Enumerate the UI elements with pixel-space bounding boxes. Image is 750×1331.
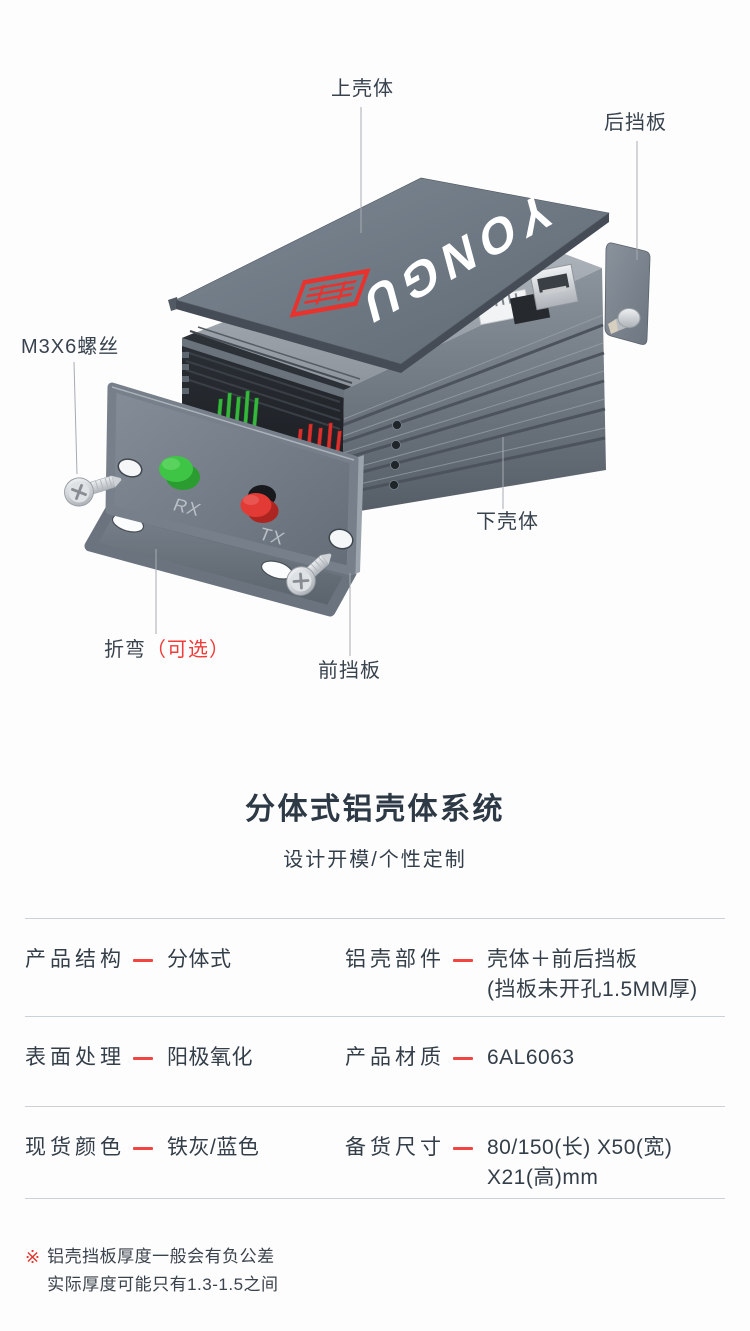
- panel-hole-icon: [117, 458, 143, 478]
- spec-row: 产品结构 分体式 铝壳部件 壳体＋前后挡板 (挡板未开孔1.5MM厚): [25, 919, 725, 1017]
- tx-led-button-icon: [240, 485, 279, 523]
- spec-row: 现货颜色 铁灰/蓝色 备货尺寸 80/150(长) X50(宽) X21(高)m…: [25, 1107, 725, 1199]
- spec-value: 铁灰/蓝色: [167, 1136, 260, 1159]
- callout-screw: M3X6螺丝: [21, 336, 120, 358]
- red-dash-icon: [133, 1147, 153, 1150]
- spec-pair: 现货颜色 铁灰/蓝色: [25, 1133, 345, 1198]
- callout-bend-optional: （可选）: [146, 639, 230, 661]
- spec-pair: 表面处理 阳极氧化: [25, 1043, 345, 1106]
- spec-value-line: X21(高)mm: [487, 1166, 599, 1189]
- spec-value: 80/150(长) X50(宽) X21(高)mm: [487, 1133, 672, 1193]
- screw-icon: [64, 475, 122, 507]
- spec-value: 分体式: [167, 948, 232, 971]
- spec-row: 表面处理 阳极氧化 产品材质 6AL6063: [25, 1017, 725, 1107]
- spec-label: 表面处理: [25, 1046, 125, 1069]
- spec-pair: 产品结构 分体式: [25, 945, 345, 1016]
- red-dash-icon: [453, 1147, 473, 1150]
- spec-pair: 产品材质 6AL6063: [345, 1043, 725, 1106]
- page-title: 分体式铝壳体系统: [245, 793, 505, 826]
- note-text: 铝壳挡板厚度一般会有负公差 实际厚度可能只有1.3-1.5之间: [47, 1243, 278, 1299]
- spec-label: 产品材质: [345, 1046, 445, 1069]
- spec-value: 壳体＋前后挡板 (挡板未开孔1.5MM厚): [487, 945, 698, 1005]
- page-subtitle: 设计开模/个性定制: [283, 849, 467, 871]
- front-panel-shape: RX TX: [105, 382, 364, 576]
- callout-bend-text: 折弯: [104, 639, 146, 661]
- rear-panel-shape: [604, 242, 651, 345]
- spec-label: 铝壳部件: [345, 948, 445, 971]
- spec-value-line: (挡板未开孔1.5MM厚): [487, 978, 698, 1001]
- top-shell-shape: YONGU: [168, 177, 610, 373]
- callout-rear-panel: 后挡板: [604, 112, 667, 134]
- callout-top-shell: 上壳体: [331, 78, 394, 100]
- spec-label: 现货颜色: [25, 1136, 125, 1159]
- note-line: 铝壳挡板厚度一般会有负公差: [47, 1247, 275, 1266]
- note-marker: ※: [25, 1247, 41, 1267]
- spec-label: 备货尺寸: [345, 1136, 445, 1159]
- spec-value: 6AL6063: [487, 1046, 575, 1069]
- red-dash-icon: [453, 1057, 473, 1060]
- callout-bend: 折弯（可选）: [104, 639, 230, 661]
- spec-label: 产品结构: [25, 948, 125, 971]
- rear-stud-icon: [608, 308, 641, 334]
- spec-value: 阳极氧化: [167, 1046, 253, 1069]
- brand-seal-logo-icon: [289, 268, 371, 318]
- red-dash-icon: [453, 959, 473, 962]
- callout-lines: [73, 107, 638, 656]
- screw-icon: [286, 553, 332, 596]
- callout-front-panel: 前挡板: [318, 660, 381, 682]
- rx-led-button-icon: [159, 456, 200, 490]
- spec-pair: 备货尺寸 80/150(长) X50(宽) X21(高)mm: [345, 1133, 725, 1198]
- spec-table: 产品结构 分体式 铝壳部件 壳体＋前后挡板 (挡板未开孔1.5MM厚) 表面处理…: [25, 918, 725, 1199]
- tolerance-note: ※ 铝壳挡板厚度一般会有负公差 实际厚度可能只有1.3-1.5之间: [25, 1243, 279, 1299]
- red-dash-icon: [133, 959, 153, 962]
- callout-bottom-shell: 下壳体: [476, 511, 539, 533]
- note-line: 实际厚度可能只有1.3-1.5之间: [47, 1275, 279, 1294]
- red-dash-icon: [133, 1057, 153, 1060]
- panel-hole-icon: [328, 528, 354, 550]
- exploded-view-diagram: YONGU: [64, 107, 651, 656]
- spec-pair: 铝壳部件 壳体＋前后挡板 (挡板未开孔1.5MM厚): [345, 945, 725, 1016]
- spec-value-line: 壳体＋前后挡板: [487, 948, 638, 971]
- spec-value-line: 80/150(长) X50(宽): [487, 1136, 673, 1159]
